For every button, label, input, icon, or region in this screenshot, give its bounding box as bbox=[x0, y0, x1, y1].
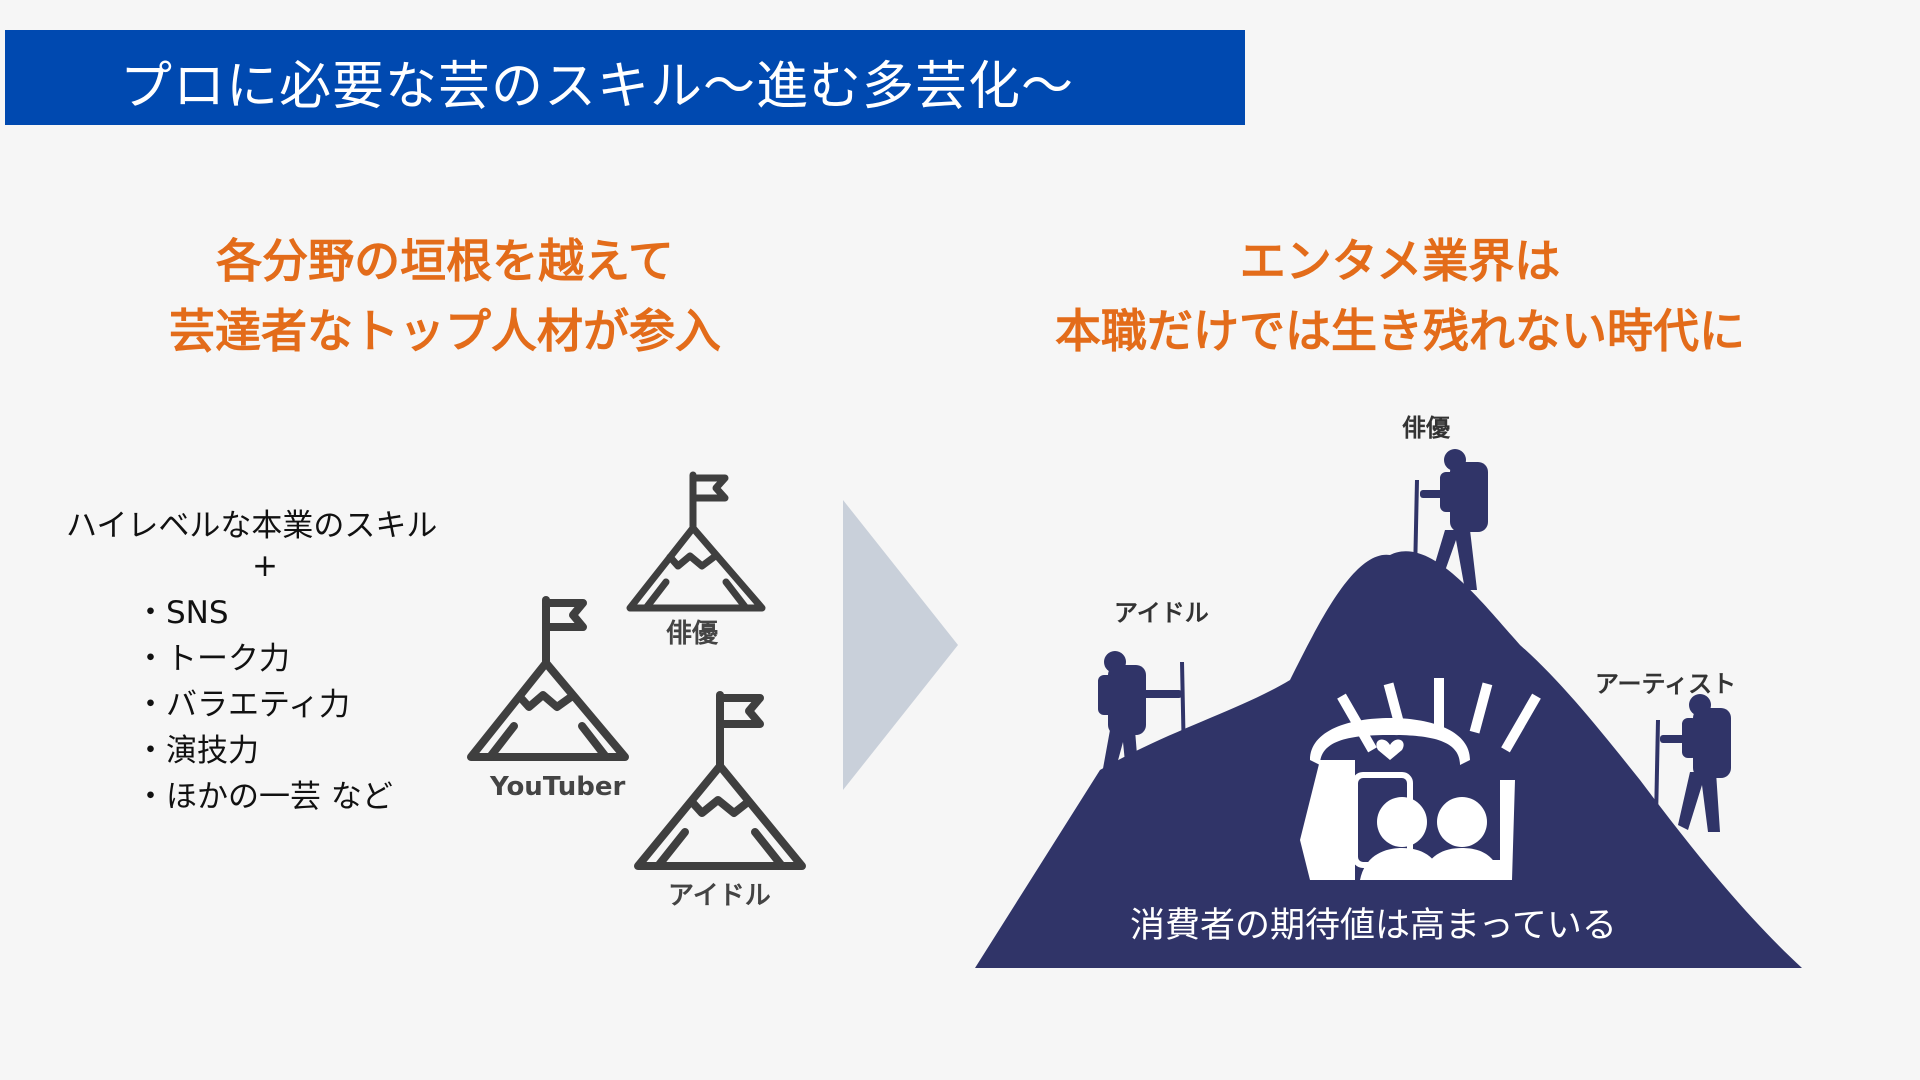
skill-main-text: ハイレベルな本業のスキル bbox=[66, 508, 438, 544]
skill-item-acting: ・演技力 bbox=[135, 733, 259, 769]
plus-sign: + bbox=[252, 548, 278, 584]
peak-flag-icon bbox=[634, 691, 806, 870]
skill-item-other: ・ほかの一芸 など bbox=[135, 779, 393, 815]
skill-item-talk: ・トーク力 bbox=[135, 641, 290, 677]
climber-icon bbox=[1413, 449, 1488, 590]
title-banner bbox=[5, 30, 1245, 125]
left-headline-line2: 芸達者なトップ人材が参入 bbox=[169, 304, 721, 358]
audience-icon bbox=[1300, 678, 1541, 880]
peak-flag-icon bbox=[467, 596, 629, 761]
peak-label-youtuber: YouTuber bbox=[490, 772, 626, 802]
right-headline: エンタメ業界は 本職だけでは生き残れない時代に bbox=[930, 226, 1870, 366]
page-title: プロに必要な芸のスキル〜進む多芸化〜 bbox=[120, 57, 1075, 117]
peak-label-actor: 俳優 bbox=[666, 619, 719, 649]
peak-label-idol: アイドル bbox=[668, 881, 771, 911]
mountain-shape bbox=[975, 551, 1802, 968]
mountain-illustration bbox=[975, 449, 1802, 968]
skill-item-variety: ・バラエティ力 bbox=[135, 687, 351, 723]
peak-flag-icon bbox=[626, 471, 766, 612]
climber-icon bbox=[1098, 651, 1186, 792]
climber-label-artist: アーティスト bbox=[1595, 670, 1737, 698]
left-headline-line1: 各分野の垣根を越えて bbox=[216, 234, 674, 288]
chevron-right-icon bbox=[843, 500, 958, 790]
left-headline: 各分野の垣根を越えて 芸達者なトップ人材が参入 bbox=[60, 226, 830, 366]
climber-label-actor: 俳優 bbox=[1402, 414, 1450, 442]
skill-item-sns: ・SNS bbox=[135, 595, 229, 631]
consumer-expectation-text: 消費者の期待値は高まっている bbox=[1130, 906, 1617, 946]
right-headline-line1: エンタメ業界は bbox=[1239, 234, 1561, 288]
climber-icon bbox=[1654, 694, 1731, 832]
right-headline-line2: 本職だけでは生き残れない時代に bbox=[1055, 304, 1745, 358]
skill-list: ・SNS ・トーク力 ・バラエティ力 ・演技力 ・ほかの一芸 など bbox=[135, 590, 393, 820]
climber-label-idol: アイドル bbox=[1114, 599, 1209, 627]
